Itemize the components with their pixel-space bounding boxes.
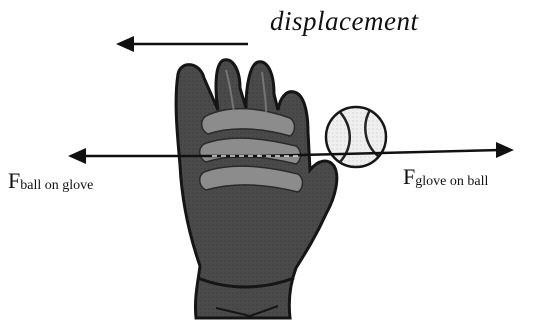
force-symbol-left: F (8, 168, 20, 193)
force-subscript-right: glove on ball (415, 174, 488, 189)
displacement-arrow (116, 36, 248, 52)
force-label-ball-on-glove: Fball on glove (8, 168, 93, 194)
displacement-label: displacement (270, 6, 418, 37)
force-label-glove-on-ball: Fglove on ball (403, 164, 488, 190)
force-arrow-glove-on-ball-head (496, 142, 514, 158)
baseball-glove-icon (176, 60, 337, 318)
force-subscript-left: ball on glove (20, 178, 93, 193)
force-symbol-right: F (403, 164, 415, 189)
baseball-icon (326, 107, 386, 167)
force-arrow-ball-on-glove-head (68, 148, 86, 164)
